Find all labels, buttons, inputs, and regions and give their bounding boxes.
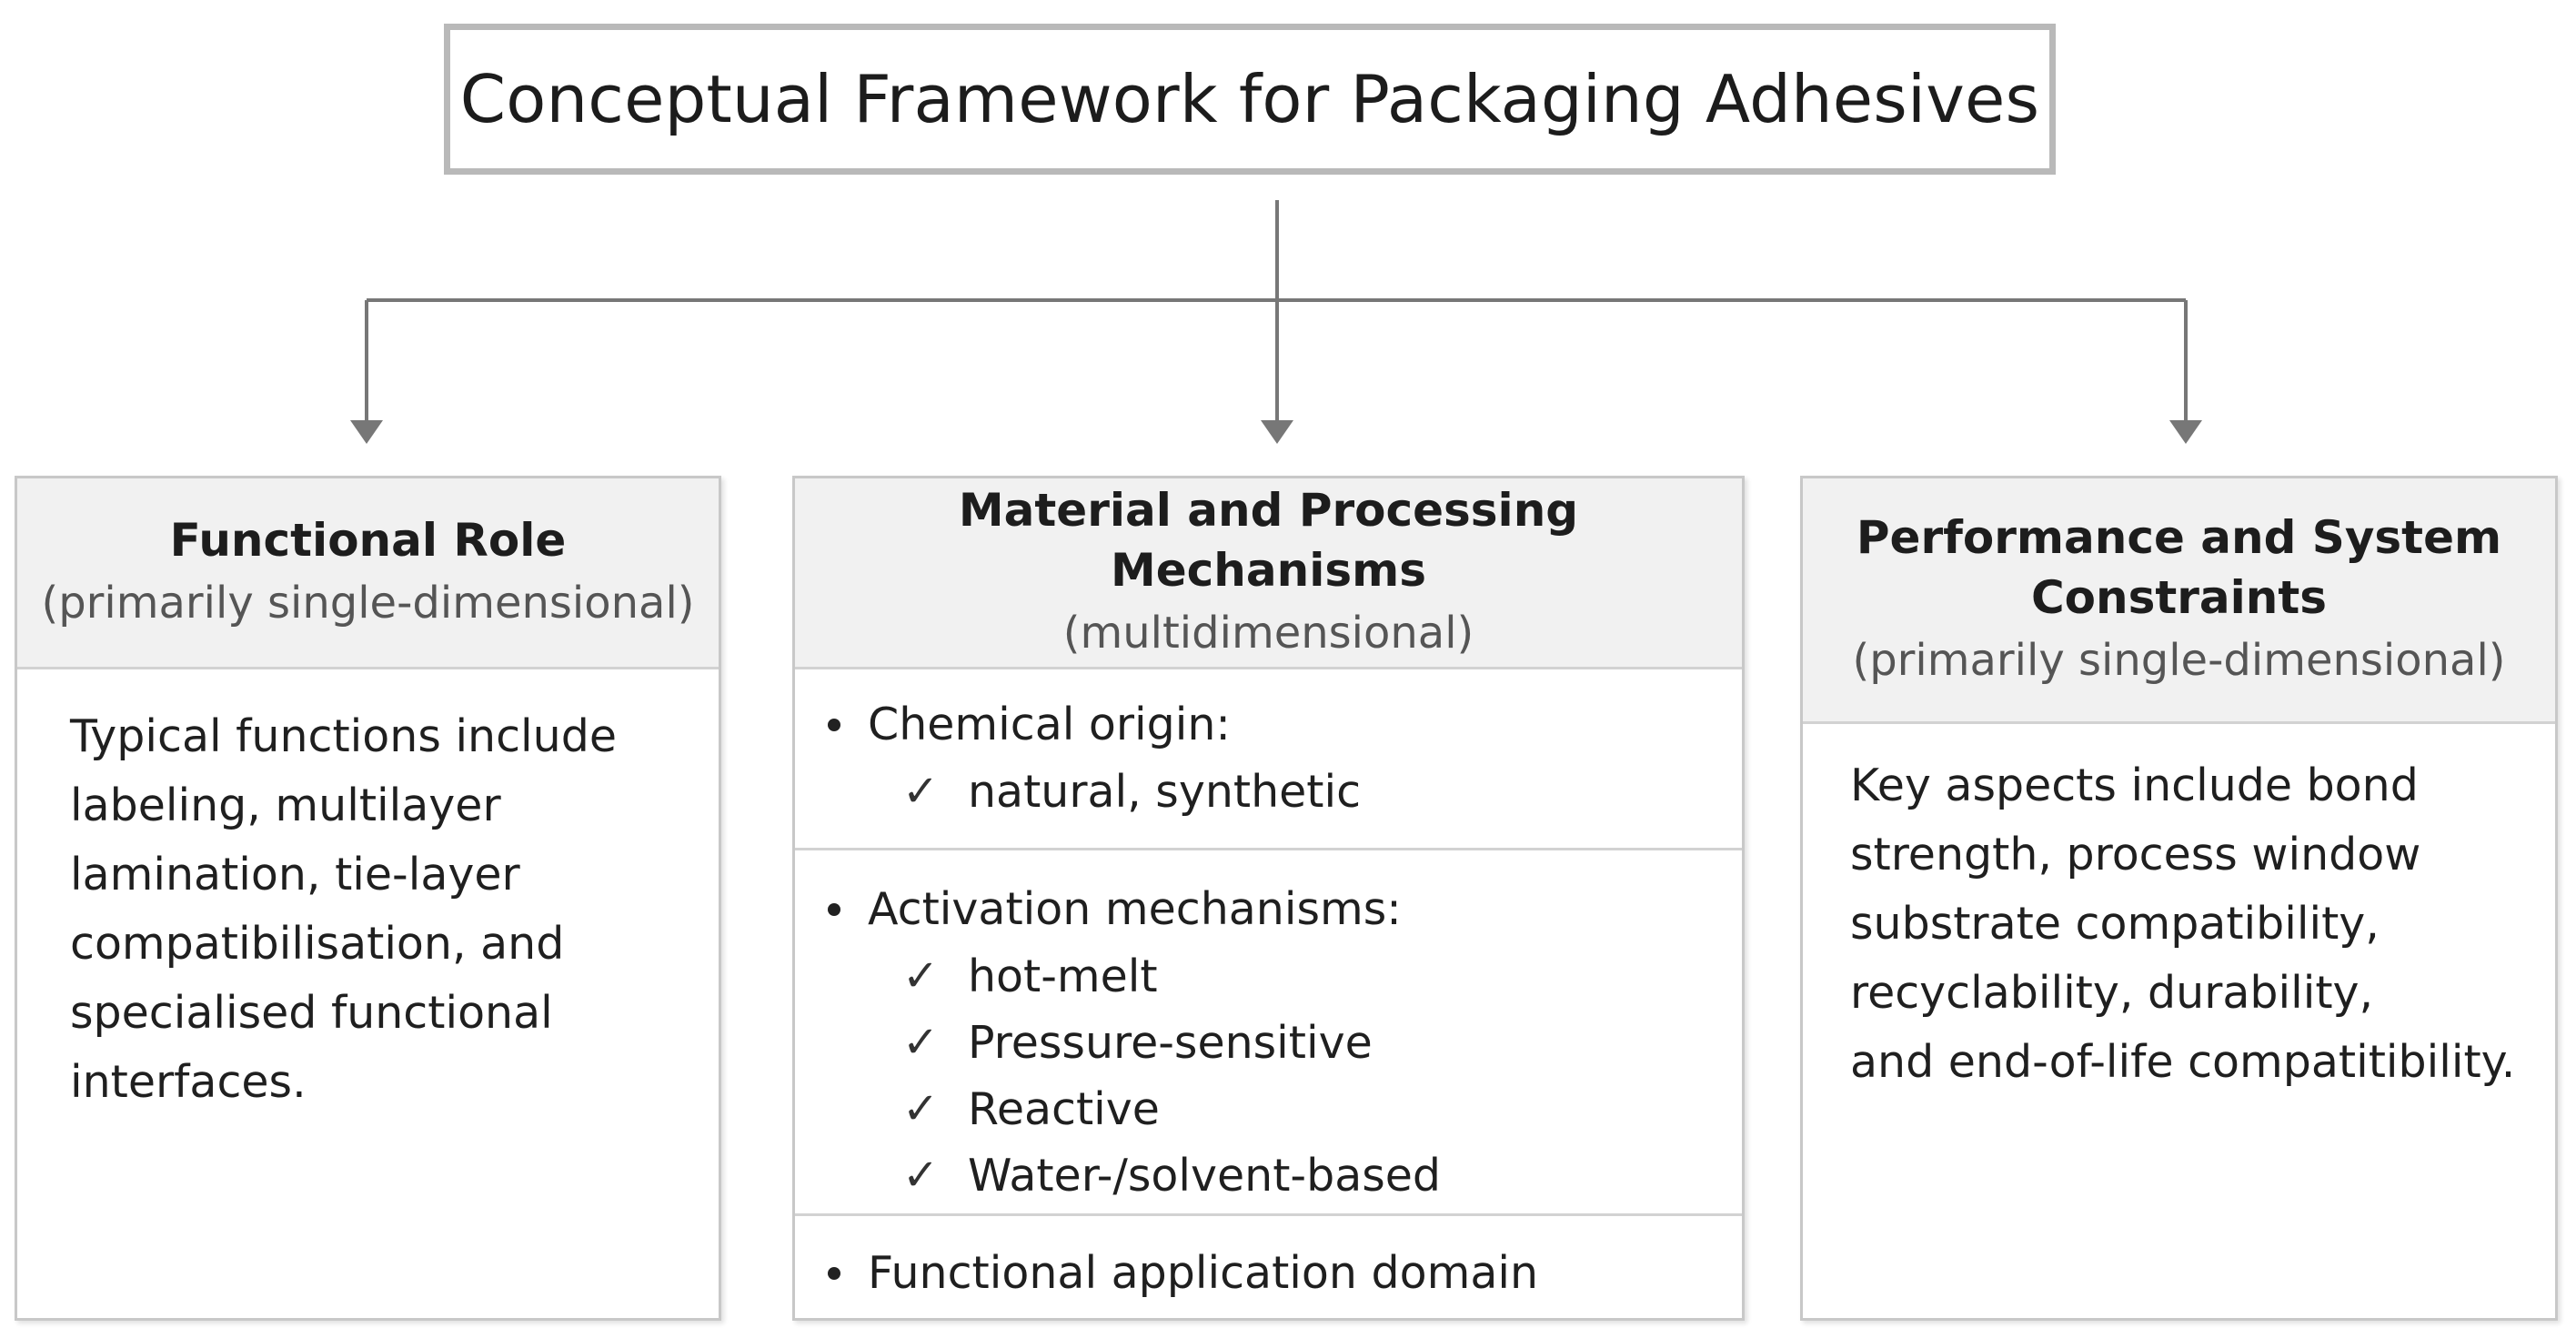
card-body-text: Key aspects include bond strength, proce…: [1850, 760, 2516, 1088]
bullet-dot-icon: [828, 1267, 840, 1280]
bullet-dot-icon: [828, 719, 840, 731]
checkmark-icon: ✓: [902, 951, 940, 1001]
diagram-title: Conceptual Framework for Packaging Adhes…: [459, 61, 2040, 137]
arrow-down-icon: [350, 420, 383, 444]
section-application-domain: Functional application domain: [795, 1213, 1742, 1307]
arrow-down-icon: [1261, 420, 1293, 444]
check-label: hot-melt: [968, 951, 1158, 1002]
checkmark-icon: ✓: [902, 1150, 940, 1201]
card-body: Typical functions include labeling, mult…: [17, 669, 719, 1318]
check-item: ✓ hot-melt: [828, 943, 1742, 1010]
card-body: Key aspects include bond strength, proce…: [1803, 724, 2555, 1318]
check-label: Reactive: [968, 1083, 1160, 1135]
card-material-processing: Material and Processing Mechanisms (mult…: [792, 476, 1745, 1321]
card-subtitle: (primarily single-dimensional): [1852, 634, 2506, 686]
arrow-down-icon: [2169, 420, 2202, 444]
card-title: Functional Role: [169, 513, 567, 567]
bullet-label: Functional application domain: [868, 1247, 1539, 1299]
check-item: ✓ Pressure-sensitive: [828, 1010, 1742, 1076]
bullet-item: Chemical origin:: [828, 691, 1742, 759]
card-functional-role: Functional Role (primarily single-dimens…: [15, 476, 721, 1321]
card-header: Performance and System Constraints (prim…: [1803, 478, 2555, 724]
bullet-label: Activation mechanisms:: [868, 883, 1402, 935]
card-performance-constraints: Performance and System Constraints (prim…: [1800, 476, 2558, 1321]
bullet-item: Functional application domain: [828, 1240, 1742, 1307]
card-body: Chemical origin: ✓ natural, synthetic Ac…: [795, 669, 1742, 1318]
bullet-label: Chemical origin:: [868, 699, 1231, 750]
section-chemical-origin: Chemical origin: ✓ natural, synthetic: [795, 669, 1742, 848]
check-item: ✓ Reactive: [828, 1076, 1742, 1142]
card-header: Material and Processing Mechanisms (mult…: [795, 478, 1742, 669]
card-title: Constraints: [2030, 570, 2328, 624]
check-item: ✓ natural, synthetic: [828, 759, 1742, 825]
card-title: Performance and System: [1856, 510, 2502, 564]
bullet-item: Activation mechanisms:: [828, 876, 1742, 943]
checkmark-icon: ✓: [902, 766, 940, 817]
check-label: natural, synthetic: [968, 766, 1362, 818]
card-header: Functional Role (primarily single-dimens…: [17, 478, 719, 669]
checkmark-icon: ✓: [902, 1017, 940, 1068]
check-label: Pressure-sensitive: [968, 1017, 1373, 1069]
checkmark-icon: ✓: [902, 1083, 940, 1134]
card-subtitle: (multidimensional): [1062, 607, 1474, 659]
card-subtitle: (primarily single-dimensional): [41, 577, 695, 629]
card-title: Material and Processing Mechanisms: [958, 483, 1579, 597]
bullet-dot-icon: [828, 903, 840, 916]
section-activation-mechanisms: Activation mechanisms: ✓ hot-melt ✓ Pres…: [795, 848, 1742, 1213]
diagram-title-box: Conceptual Framework for Packaging Adhes…: [444, 24, 2056, 175]
check-item: ✓ Water-/solvent-based: [828, 1142, 1742, 1209]
check-label: Water-/solvent-based: [968, 1150, 1442, 1202]
card-body-text: Typical functions include labeling, mult…: [70, 710, 617, 1108]
